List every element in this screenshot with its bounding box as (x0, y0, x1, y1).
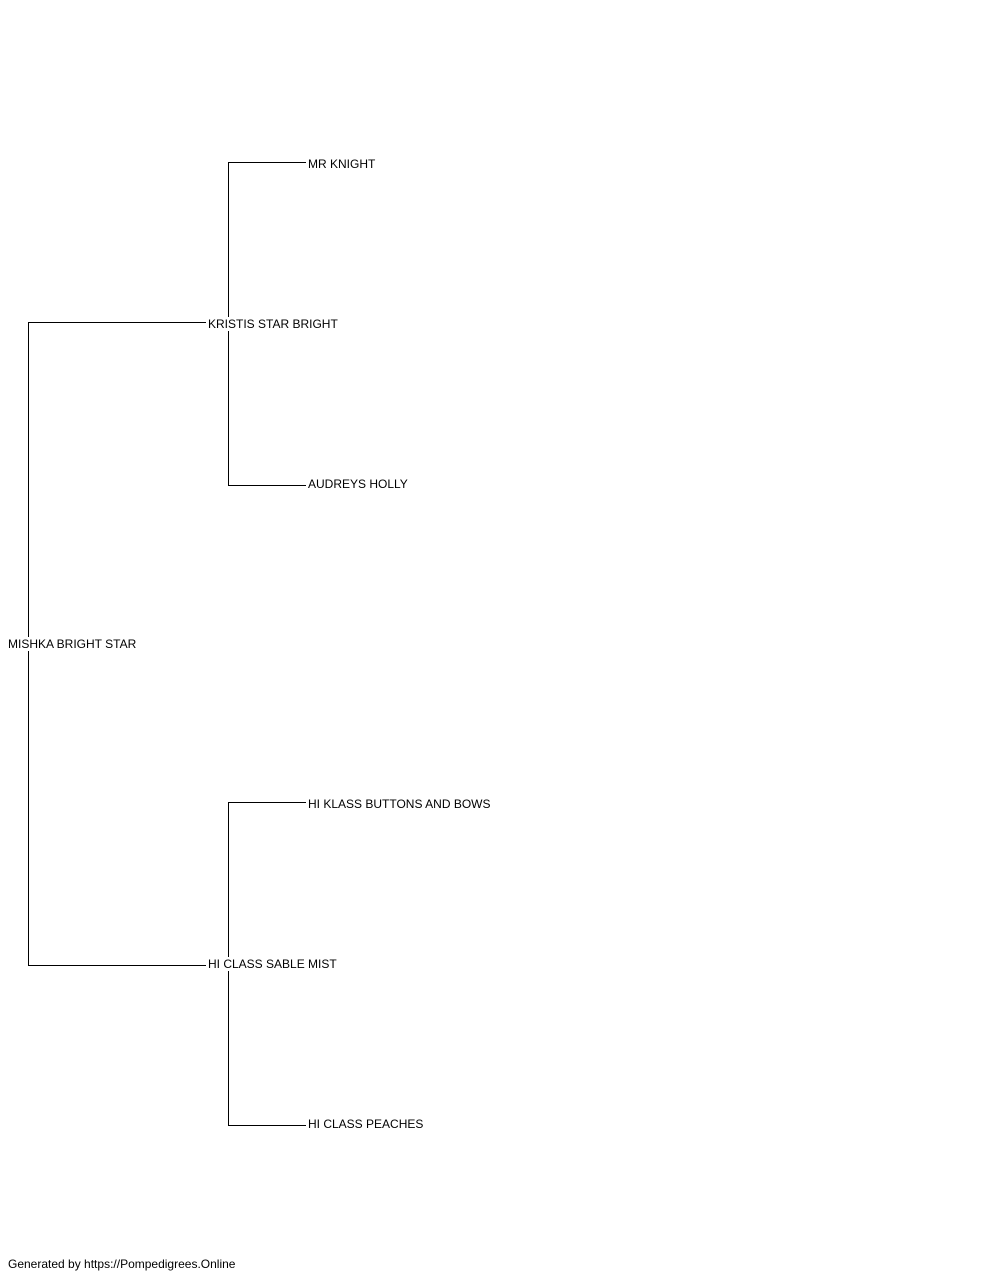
pedigree-dam: HI CLASS SABLE MIST (208, 957, 337, 971)
pedigree-sire-sire: MR KNIGHT (308, 157, 376, 171)
pedigree-sire: KRISTIS STAR BRIGHT (208, 317, 338, 331)
pedigree-dam-dam: HI CLASS PEACHES (308, 1117, 424, 1131)
generated-by-footer: Generated by https://Pompedigrees.Online (8, 1257, 236, 1271)
pedigree-dam-sire: HI KLASS BUTTONS AND BOWS (308, 797, 491, 811)
pedigree-subject: MISHKA BRIGHT STAR (8, 637, 137, 651)
pedigree-sire-dam: AUDREYS HOLLY (308, 477, 408, 491)
